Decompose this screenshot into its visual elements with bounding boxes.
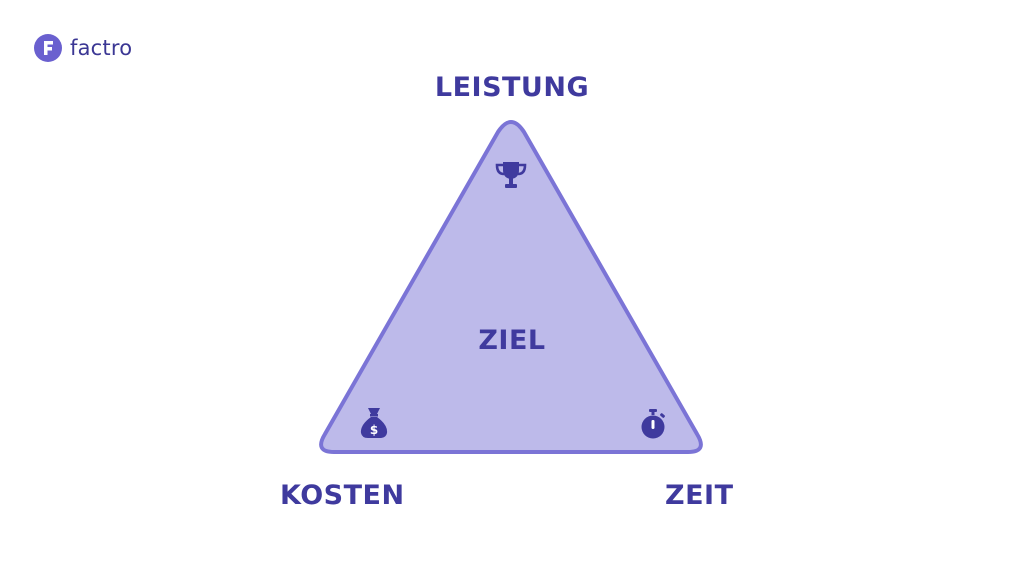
vertex-label-zeit: ZEIT: [665, 480, 734, 511]
brand-name: factro: [70, 36, 133, 60]
svg-text:$: $: [370, 423, 378, 437]
trophy-icon: [495, 162, 527, 188]
money-bag-icon: $: [360, 408, 388, 438]
factro-logo: factro: [34, 34, 132, 62]
factro-logo-mark-icon: [34, 34, 62, 62]
center-label-ziel: ZIEL: [478, 325, 546, 356]
stopwatch-icon: [641, 409, 665, 439]
triangle-shape: [319, 120, 703, 454]
vertex-label-kosten: KOSTEN: [280, 480, 405, 511]
vertex-label-leistung: LEISTUNG: [434, 72, 590, 103]
